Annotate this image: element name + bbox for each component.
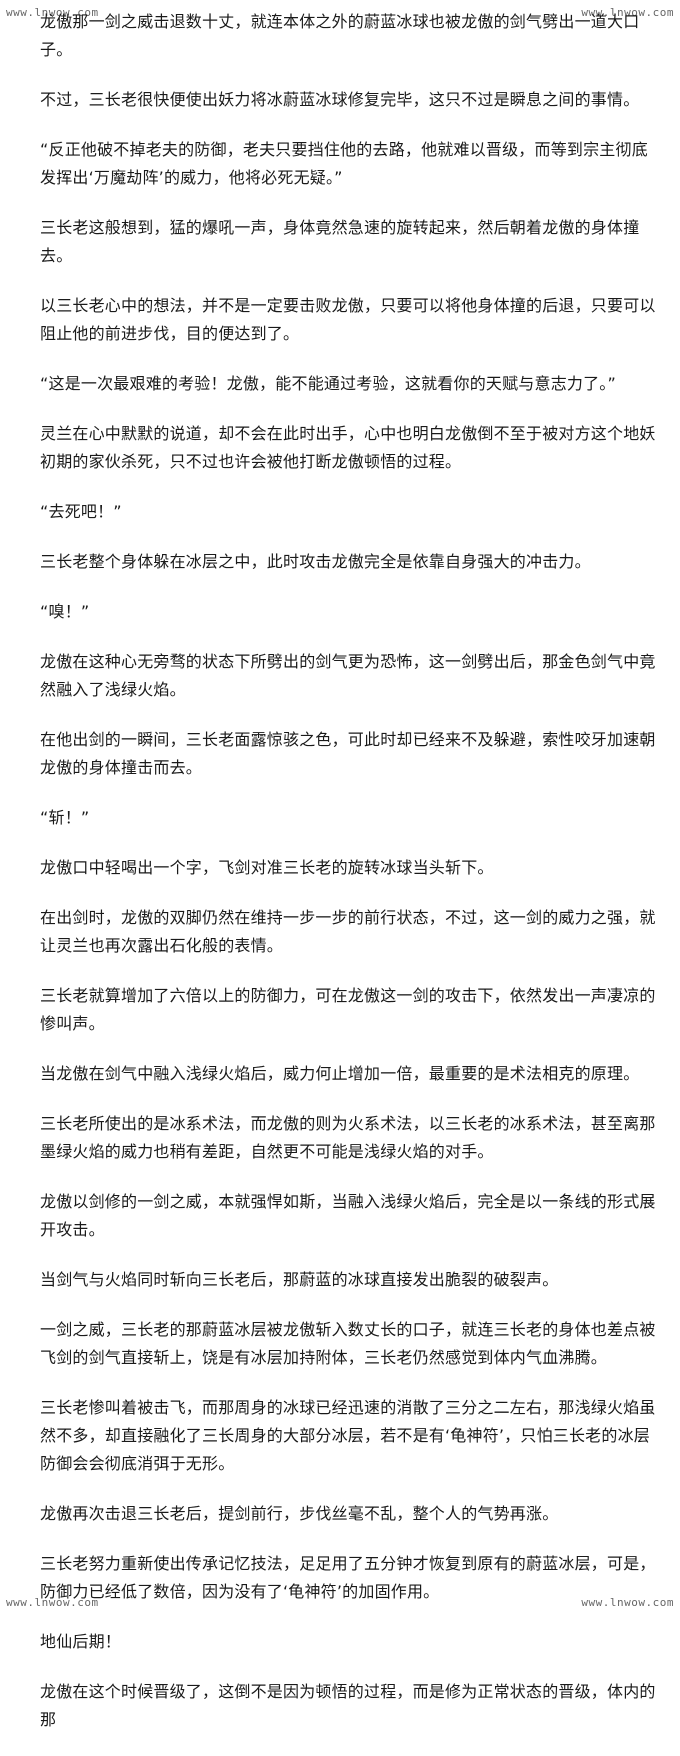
paragraph: 龙傲口中轻喝出一个字，飞剑对准三长老的旋转冰球当头斩下。 — [40, 858, 494, 877]
paragraph: 当龙傲在剑气中融入浅绿火焰后，威力何止增加一倍，最重要的是术法相克的原理。 — [40, 1064, 640, 1083]
article-body: 龙傲那一剑之威击退数十丈，就连本体之外的蔚蓝冰球也被龙傲的剑气劈出一道大口子。 … — [40, 8, 656, 1756]
paragraph: 龙傲再次击退三长老后，提剑前行，步伐丝毫不乱，整个人的气势再涨。 — [40, 1504, 559, 1523]
paragraph: 三长老这般想到，猛的爆吼一声，身体竟然急速的旋转起来，然后朝着龙傲的身体撞去。 — [40, 218, 640, 265]
paragraph: 龙傲那一剑之威击退数十丈，就连本体之外的蔚蓝冰球也被龙傲的剑气劈出一道大口子。 — [40, 12, 640, 59]
paragraph: 龙傲在这种心无旁骛的状态下所劈出的剑气更为恐怖，这一剑劈出后，那金色剑气中竟然融… — [40, 652, 656, 699]
page: www.lnwow.com www.lnwow.com 龙傲那一剑之威击退数十丈… — [6, 6, 674, 1729]
paragraph: 在出剑时，龙傲的双脚仍然在维持一步一步的前行状态，不过，这一剑的威力之强，就让灵… — [40, 908, 656, 955]
paragraph: 三长老惨叫着被击飞，而那周身的冰球已经迅速的消散了三分之二左右，那浅绿火焰虽然不… — [40, 1398, 656, 1473]
paragraph: 在他出剑的一瞬间，三长老面露惊骇之色，可此时却已经来不及躲避，索性咬牙加速朝龙傲… — [40, 730, 656, 777]
paragraph: 三长老所使出的是冰系术法，而龙傲的则为火系术法，以三长老的冰系术法，甚至离那墨绿… — [40, 1114, 656, 1161]
paragraph: 以三长老心中的想法，并不是一定要击败龙傲，只要可以将他身体撞的后退，只要可以阻止… — [40, 296, 656, 343]
paragraph: “这是一次最艰难的考验！龙傲，能不能通过考验，这就看你的天赋与意志力了。” — [40, 374, 616, 393]
watermark-top-left: www.lnwow.com — [6, 6, 99, 19]
paragraph: 龙傲在这个时候晋级了，这倒不是因为顿悟的过程，而是修为正常状态的晋级，体内的那 — [40, 1682, 656, 1729]
paragraph: 三长老努力重新使出传承记忆技法，足足用了五分钟才恢复到原有的蔚蓝冰层，可是，防御… — [40, 1554, 656, 1601]
paragraph: 三长老就算增加了六倍以上的防御力，可在龙傲这一剑的攻击下，依然发出一声凄凉的惨叫… — [40, 986, 656, 1033]
watermark-bottom-left: www.lnwow.com — [6, 1596, 99, 1609]
paragraph: 三长老整个身体躲在冰层之中，此时攻击龙傲完全是依靠自身强大的冲击力。 — [40, 552, 591, 571]
paragraph: 不过，三长老很快便使出妖力将冰蔚蓝冰球修复完毕，这只不过是瞬息之间的事情。 — [40, 90, 640, 109]
paragraph: 灵兰在心中默默的说道，却不会在此时出手，心中也明白龙傲倒不至于被对方这个地妖初期… — [40, 424, 656, 471]
paragraph: 当剑气与火焰同时斩向三长老后，那蔚蓝的冰球直接发出脆裂的破裂声。 — [40, 1270, 559, 1289]
watermark-top-right: www.lnwow.com — [581, 6, 674, 19]
paragraph: “反正他破不掉老夫的防御，老夫只要挡住他的去路，他就难以晋级，而等到宗主彻底发挥… — [40, 140, 648, 187]
paragraph: “嗅！” — [40, 602, 90, 621]
paragraph: 一剑之威，三长老的那蔚蓝冰层被龙傲斩入数丈长的口子，就连三长老的身体也差点被飞剑… — [40, 1320, 656, 1367]
paragraph: 龙傲以剑修的一剑之威，本就强悍如斯，当融入浅绿火焰后，完全是以一条线的形式展开攻… — [40, 1192, 656, 1239]
paragraph: “斩！” — [40, 808, 90, 827]
paragraph: “去死吧！” — [40, 502, 122, 521]
paragraph: 地仙后期！ — [40, 1632, 122, 1651]
watermark-bottom-right: www.lnwow.com — [581, 1596, 674, 1609]
